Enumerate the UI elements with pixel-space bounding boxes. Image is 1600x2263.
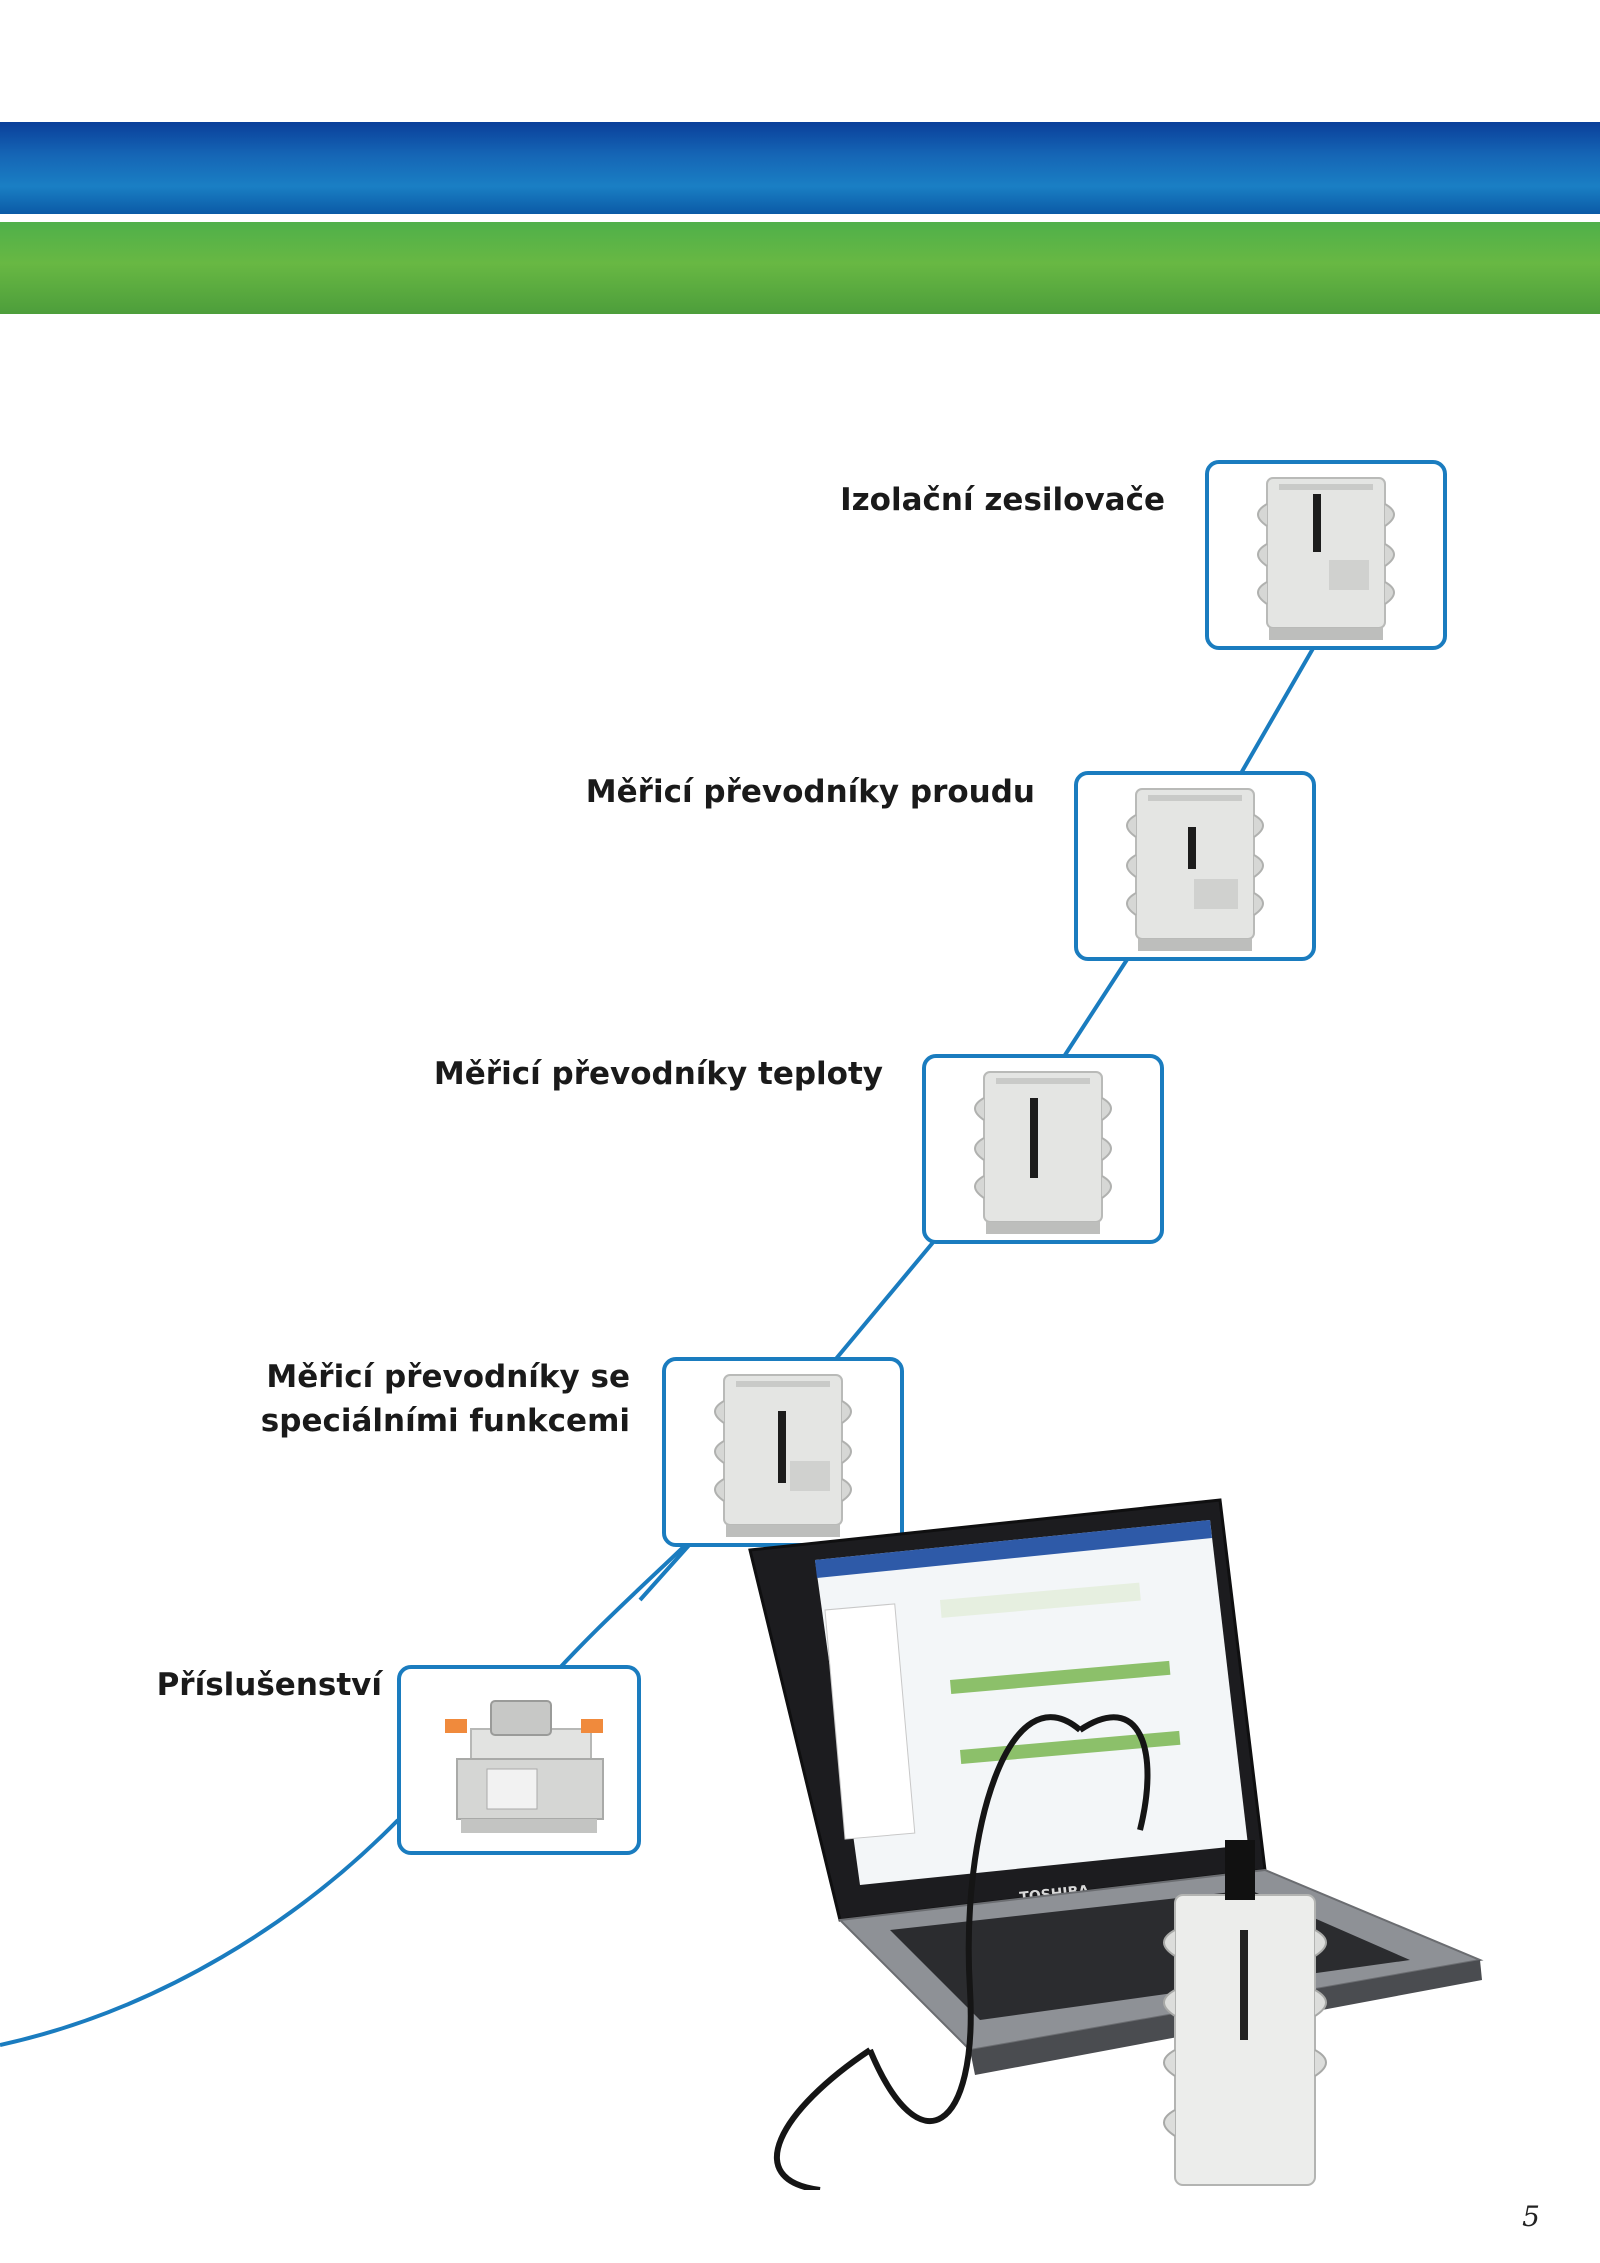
accessory-connector-image — [445, 1700, 604, 1833]
label-line-2: speciálními funkcemi — [260, 1403, 630, 1439]
signal-module-image — [1126, 788, 1264, 951]
signal-module-image — [974, 1071, 1112, 1234]
header-band-green — [0, 222, 1600, 314]
page-number: 5 — [1522, 2200, 1540, 2233]
product-label-accessories: Příslušenství — [156, 1667, 382, 1703]
label-line-1: Měřicí převodníky se — [266, 1359, 630, 1395]
product-label-special-function-transducers: Měřicí převodníky se speciálními funkcem… — [230, 1355, 630, 1443]
product-frame-temperature-transducers[interactable] — [922, 1054, 1164, 1244]
product-frame-current-transducers[interactable] — [1074, 771, 1316, 961]
laptop-with-module-image: TOSHIBA — [748, 1498, 1484, 2190]
product-frame-special-function-transducers[interactable] — [662, 1357, 904, 1547]
product-frame-isolation-amplifiers[interactable] — [1205, 460, 1447, 650]
product-label-temperature-transducers: Měřicí převodníky teploty — [433, 1056, 883, 1092]
header-band-blue — [0, 122, 1600, 214]
signal-module-image — [714, 1374, 852, 1537]
signal-module-image — [1257, 477, 1395, 640]
product-label-isolation-amplifiers: Izolační zesilovače — [840, 482, 1165, 518]
product-frame-accessories[interactable] — [397, 1665, 641, 1855]
product-label-current-transducers: Měřicí převodníky proudu — [585, 774, 1035, 810]
